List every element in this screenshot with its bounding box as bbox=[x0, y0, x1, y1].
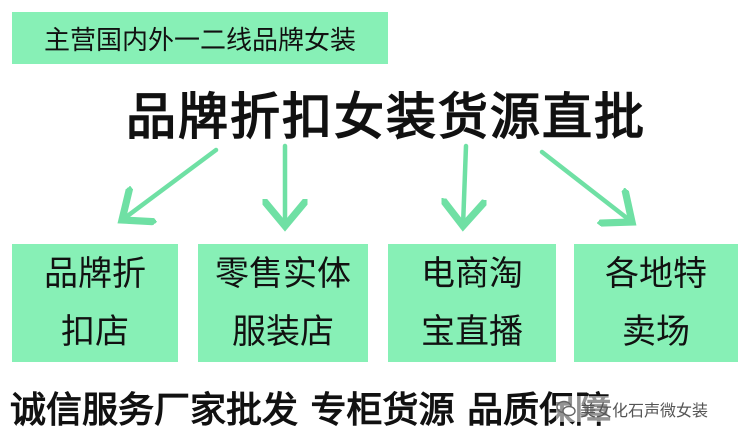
watermark-text: 美女化石声微女装 bbox=[580, 401, 709, 420]
arrow-to-box-4 bbox=[539, 149, 632, 222]
box-brand-discount-store: 品牌折 扣店 bbox=[12, 244, 178, 362]
headline: 品牌折扣女装货源直批 bbox=[126, 88, 646, 146]
box-1-line-2: 扣店 bbox=[61, 312, 129, 352]
box-1-line-1: 品牌折 bbox=[44, 254, 146, 294]
box-regional-outlets: 各地特 卖场 bbox=[574, 244, 738, 362]
arrow-to-box-3 bbox=[463, 143, 466, 226]
box-4-line-2: 卖场 bbox=[622, 312, 690, 352]
box-3-line-1: 电商淘 bbox=[421, 254, 523, 294]
box-4-line-1: 各地特 bbox=[605, 254, 707, 294]
watermark: 美女化石声微女装 bbox=[556, 396, 709, 422]
top-tag-text: 主营国内外一二线品牌女装 bbox=[43, 25, 356, 56]
box-2-line-2: 服装店 bbox=[232, 312, 334, 352]
box-ecommerce-livestream: 电商淘 宝直播 bbox=[388, 244, 556, 362]
chat-bubble-icon bbox=[556, 400, 576, 418]
box-3-line-2: 宝直播 bbox=[421, 312, 523, 352]
arrow-to-box-1 bbox=[122, 147, 219, 220]
box-2-line-1: 零售实体 bbox=[215, 254, 351, 294]
top-tag-banner: 主营国内外一二线品牌女装 bbox=[12, 12, 388, 64]
bottom-slogan: 诚信服务厂家批发 专柜货源 品质保障 bbox=[10, 390, 612, 431]
box-retail-clothing-store: 零售实体 服装店 bbox=[198, 244, 368, 362]
